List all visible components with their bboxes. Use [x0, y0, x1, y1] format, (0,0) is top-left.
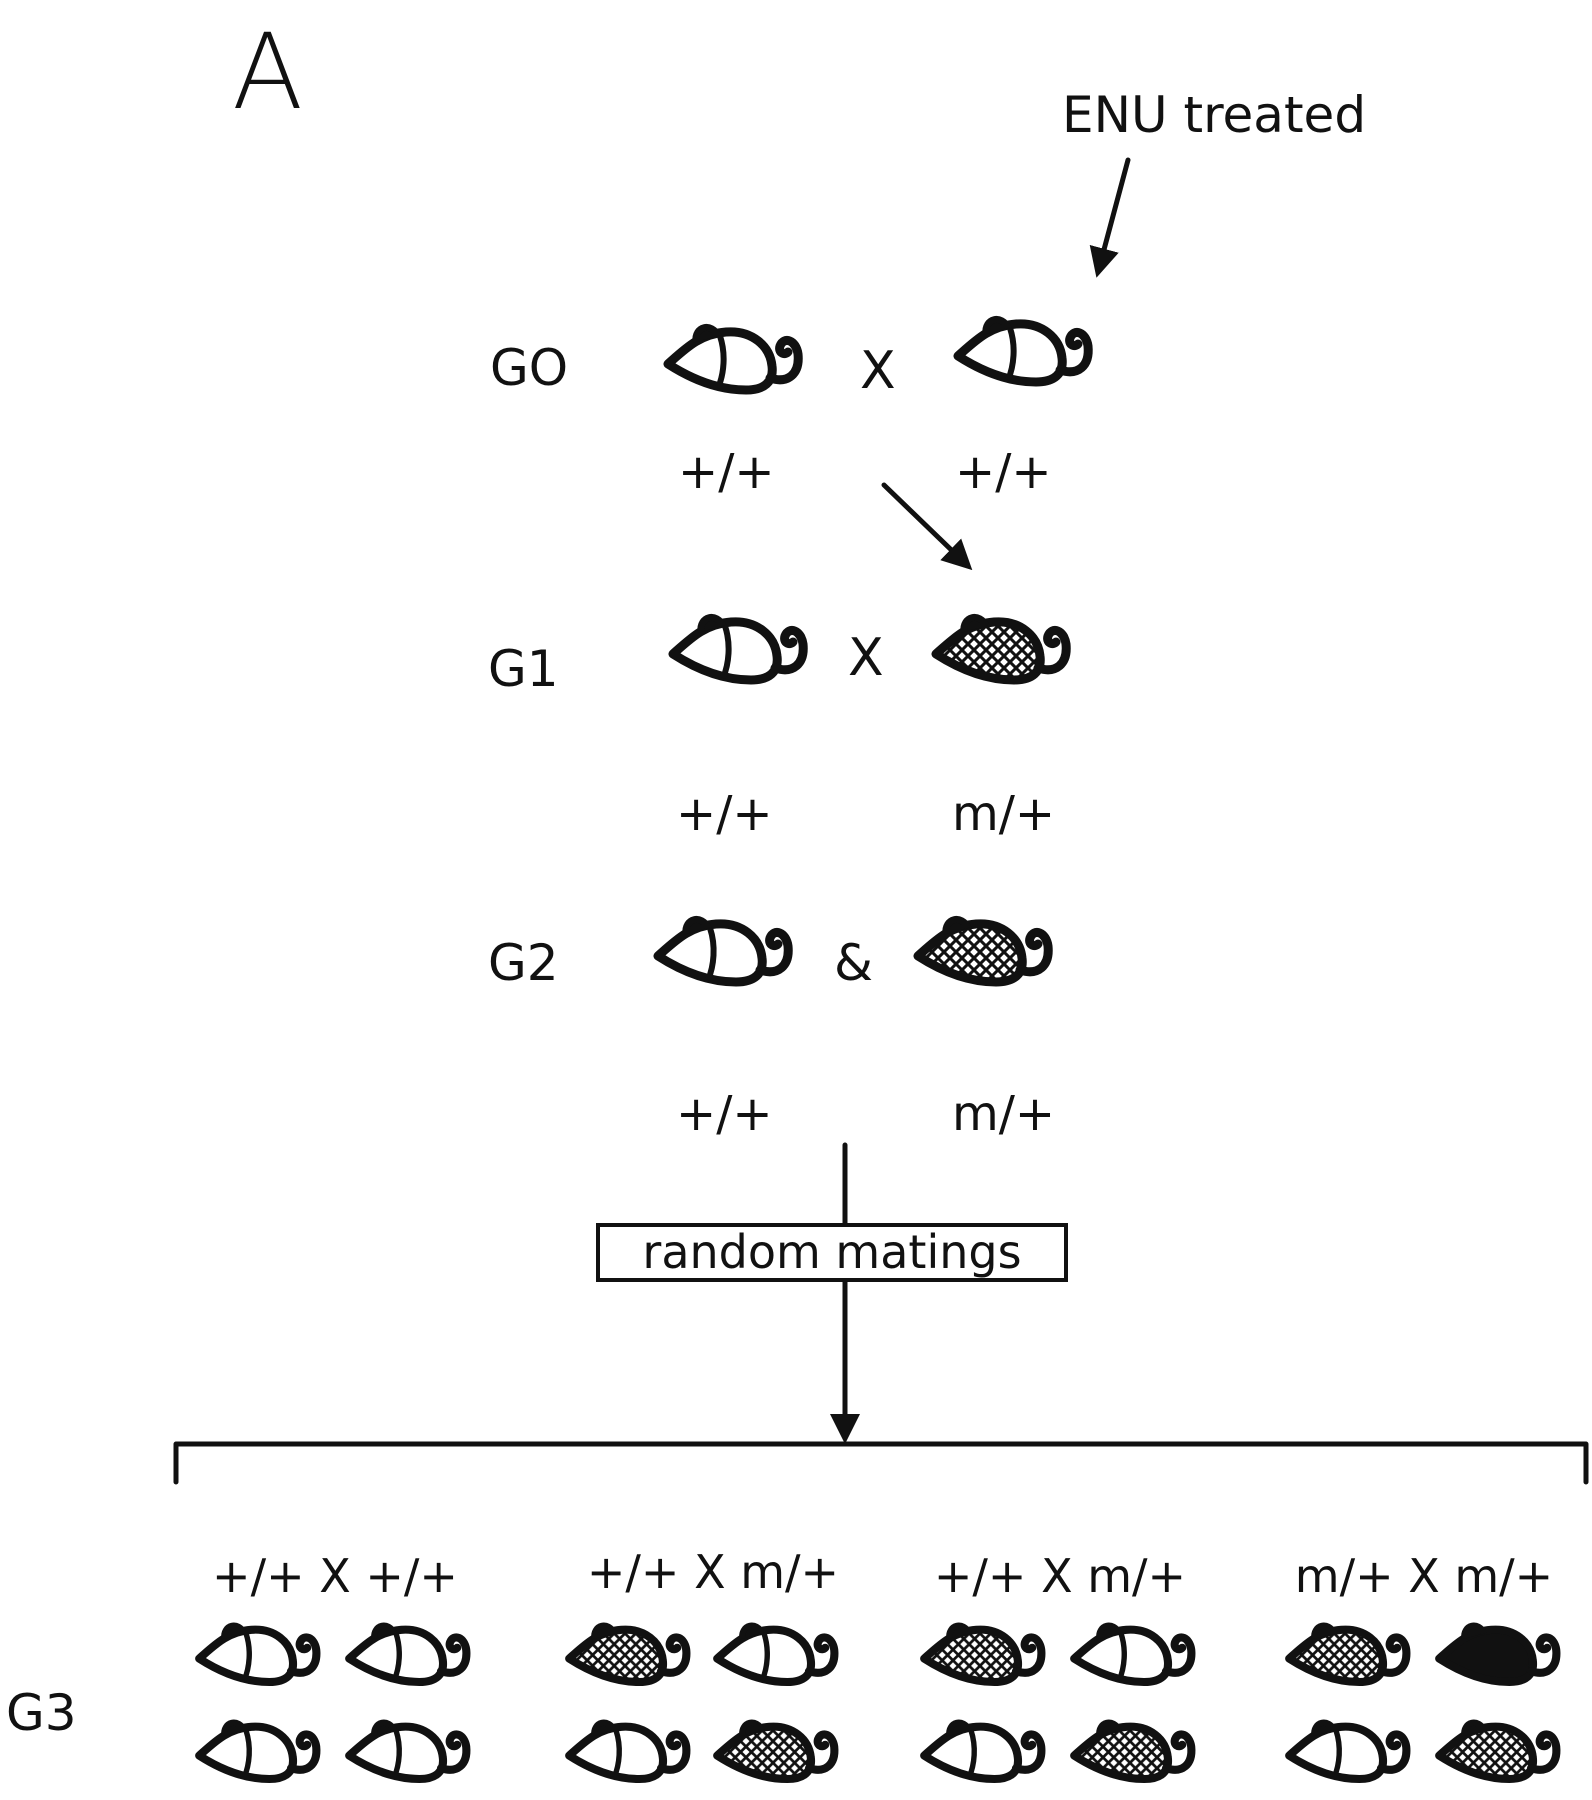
g3-bracket [173, 1441, 1589, 1485]
mouse-g1-right [931, 614, 1071, 685]
mouse-g2-left [653, 916, 793, 987]
cross-symbol-g1: X [848, 628, 884, 688]
mice-layer [195, 316, 1561, 1784]
g3-cross-label-1: +/+ X +/+ [212, 1549, 458, 1603]
g3-cross-label-2: +/+ X m/+ [587, 1545, 839, 1599]
generation-label-g2: G2 [488, 934, 559, 992]
panel-label: A [232, 11, 303, 133]
g3-cross1-mouse-3-plain [195, 1719, 321, 1784]
random-matings-box [596, 1223, 1068, 1282]
g3-cross2-mouse-2-plain [713, 1622, 839, 1687]
mouse-g2-right [913, 916, 1053, 987]
g3-cross4-mouse-3-plain [1285, 1719, 1411, 1784]
random-matings-label: random matings [642, 1225, 1021, 1279]
g3-cross1-mouse-2-plain [345, 1622, 471, 1687]
g3-cross4-mouse-4-hatched [1435, 1719, 1561, 1784]
generation-label-g3: G3 [6, 1684, 77, 1742]
generation-label-g0: GO [490, 339, 568, 397]
g3-cross4-mouse-1-hatched [1285, 1622, 1411, 1687]
genotype-g0-right: +/+ [955, 444, 1052, 500]
genotype-g0-left: +/+ [678, 444, 775, 500]
enu-arrow [1089, 157, 1131, 278]
mouse-g1-left [668, 614, 808, 685]
genotype-g2-right: m/+ [952, 1086, 1055, 1142]
genotype-g1-left: +/+ [676, 786, 773, 842]
pair-symbol-g2: & [834, 934, 873, 992]
g3-cross-label-4: m/+ X m/+ [1295, 1549, 1553, 1603]
g3-cross4-mouse-2-solid [1435, 1622, 1561, 1687]
g3-cross-label-3: +/+ X m/+ [934, 1549, 1186, 1603]
g3-cross3-mouse-2-plain [1070, 1622, 1196, 1687]
g3-cross2-mouse-3-plain [565, 1719, 691, 1784]
g3-cross2-mouse-1-hatched [565, 1622, 691, 1687]
mouse-g0-right [953, 316, 1093, 387]
inheritance-arrow [881, 482, 973, 571]
g3-cross3-mouse-4-hatched [1070, 1719, 1196, 1784]
generation-label-g1: G1 [488, 640, 559, 698]
g3-cross3-mouse-1-hatched [920, 1622, 1046, 1687]
genotype-g1-right: m/+ [952, 786, 1055, 842]
enu-treated-label: ENU treated [1062, 86, 1366, 144]
g3-cross2-mouse-4-hatched [713, 1719, 839, 1784]
g3-cross3-mouse-3-plain [920, 1719, 1046, 1784]
g3-cross1-mouse-1-plain [195, 1622, 321, 1687]
genotype-g2-left: +/+ [676, 1086, 773, 1142]
cross-symbol-g0: X [860, 341, 896, 401]
g3-cross1-mouse-4-plain [345, 1719, 471, 1784]
mouse-g0-left [663, 324, 803, 395]
